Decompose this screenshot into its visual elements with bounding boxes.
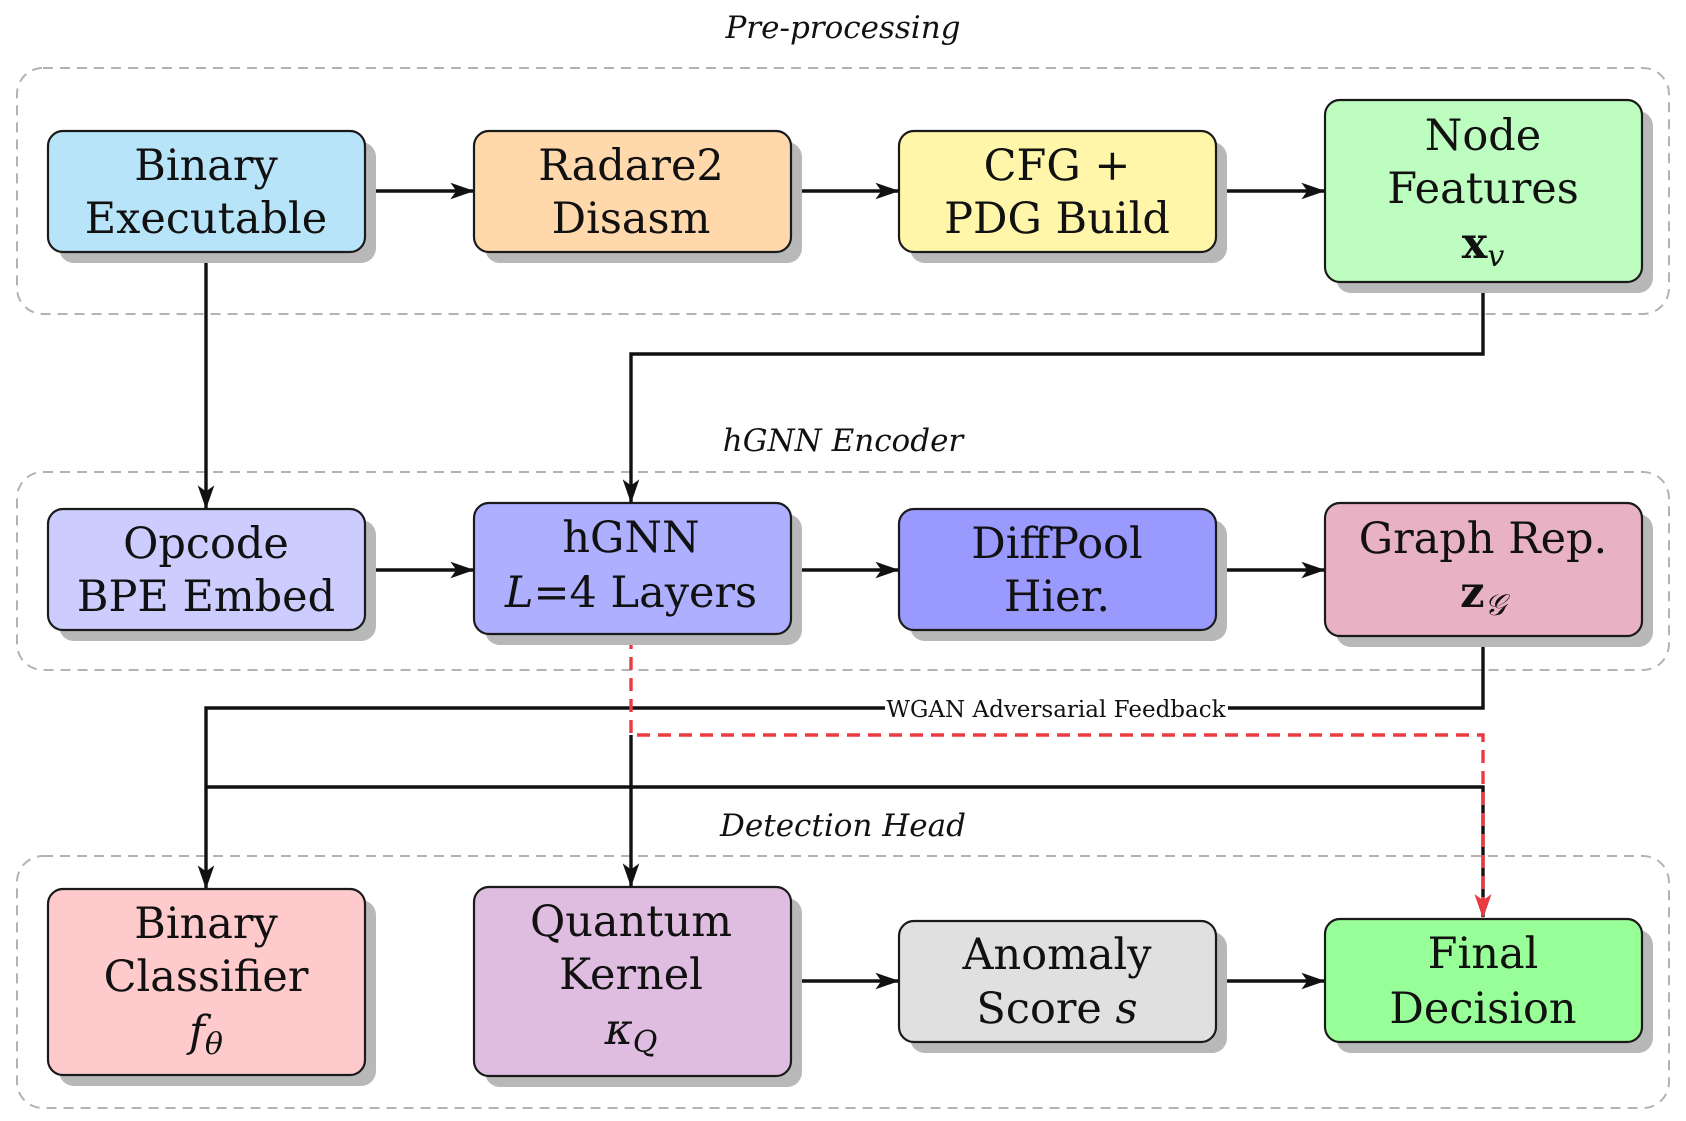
svg-text:Hier.: Hier.: [1004, 572, 1110, 622]
svg-text:Features: Features: [1387, 164, 1579, 214]
svg-text:Node: Node: [1425, 111, 1542, 161]
stage-encoder-lane: [16, 471, 1670, 671]
node-opcode-bpe-embed: Opcode BPE Embed: [46, 507, 367, 632]
node-cfg-pdg-build: CFG + PDG Build: [897, 129, 1218, 254]
svg-text:Binary: Binary: [134, 141, 278, 191]
node-binary-executable: Binary Executable: [46, 129, 367, 254]
svg-text:Decision: Decision: [1389, 984, 1576, 1034]
svg-text:DiffPool: DiffPool: [971, 519, 1143, 569]
edge-features-to-hgnn: [622, 282, 1485, 504]
edges: [197, 182, 1492, 990]
svg-text:Opcode: Opcode: [123, 519, 289, 569]
svg-text:Score s: Score s: [976, 984, 1137, 1034]
stage-detection-label: Detection Head: [719, 808, 966, 844]
node-graph-rep: Graph Rep. z𝒢: [1323, 501, 1644, 638]
stage-encoder-label: hGNN Encoder: [723, 423, 966, 459]
node-binary-classifier: Binary Classifier fθ: [46, 887, 367, 1077]
edge-wgan-feedback: [629, 636, 1492, 919]
node-quantum-kernel: Quantum Kernel κQ: [472, 885, 793, 1078]
svg-text:xv: xv: [1462, 219, 1505, 274]
node-final-decision: Final Decision: [1323, 917, 1644, 1044]
svg-text:hGNN: hGNN: [562, 513, 699, 563]
svg-text:Binary: Binary: [134, 899, 278, 949]
stage-preprocessing-label: Pre-processing: [724, 10, 960, 46]
svg-text:Anomaly: Anomaly: [961, 930, 1152, 980]
svg-text:Final: Final: [1428, 929, 1539, 979]
svg-text:Kernel: Kernel: [559, 950, 703, 1000]
svg-text:κQ: κQ: [604, 1005, 658, 1060]
svg-text:Classifier: Classifier: [104, 952, 309, 1002]
svg-text:L=4 Layers: L=4 Layers: [504, 568, 757, 618]
node-anomaly-score: Anomaly Score s: [897, 919, 1218, 1044]
stage-preprocessing-lane: [16, 67, 1670, 315]
svg-text:CFG +: CFG +: [984, 141, 1131, 191]
wgan-feedback-label: WGAN Adversarial Feedback: [886, 697, 1226, 723]
node-diffpool-hier: DiffPool Hier.: [897, 507, 1218, 632]
svg-text:PDG Build: PDG Build: [944, 194, 1170, 244]
svg-text:BPE Embed: BPE Embed: [77, 572, 335, 622]
edge-graphrep-to-classifier: [197, 636, 1485, 890]
node-node-features: Node Features xv: [1323, 98, 1644, 284]
node-radare2-disasm: Radare2 Disasm: [472, 129, 793, 254]
svg-text:Executable: Executable: [85, 194, 328, 244]
stage-detection-lane: [16, 855, 1670, 1109]
svg-text:Graph Rep.: Graph Rep.: [1359, 514, 1607, 564]
svg-text:Quantum: Quantum: [530, 897, 732, 947]
node-hgnn-layers: hGNN L=4 Layers: [472, 501, 793, 636]
wgan-label-background: [885, 695, 1228, 723]
svg-text:Radare2: Radare2: [538, 141, 724, 191]
edge-classifier-to-final: [206, 785, 1492, 919]
svg-text:Disasm: Disasm: [552, 194, 711, 244]
